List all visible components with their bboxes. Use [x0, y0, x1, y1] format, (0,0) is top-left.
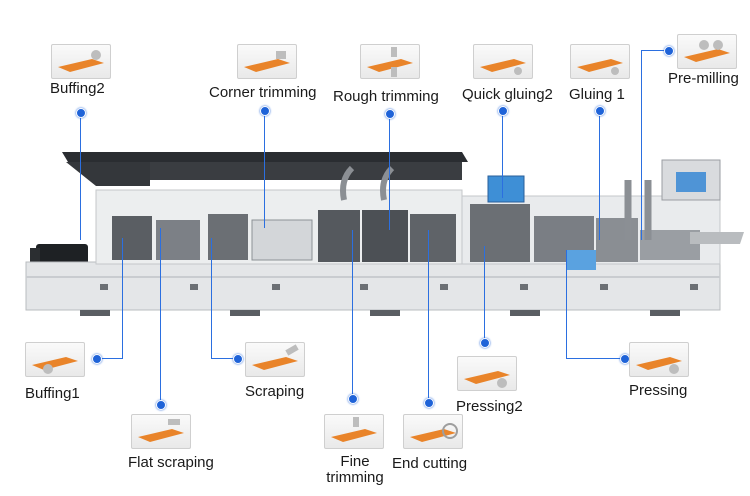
label-end-cutting: End cutting: [392, 455, 468, 472]
buffing2-icon: [51, 44, 111, 79]
dot-rough-trimming: [385, 109, 395, 119]
leader-pressing: [566, 250, 567, 358]
label-pressing: Pressing: [629, 382, 688, 399]
dot-quick-gluing2: [498, 106, 508, 116]
dot-pressing2: [480, 338, 490, 348]
dot-buffing2: [76, 108, 86, 118]
leader-quick-gluing2: [502, 110, 503, 198]
scraping-icon: [245, 342, 305, 377]
leader-gluing1: [599, 110, 600, 240]
leader-end-cutting: [428, 230, 429, 402]
label-buffing2: Buffing2: [50, 80, 105, 97]
leader-pre-milling-h: [641, 50, 669, 51]
leader-scraping: [211, 238, 212, 358]
buffing1-icon: [25, 342, 85, 377]
dot-scraping: [233, 354, 243, 364]
leader-rough-trimming: [389, 112, 390, 230]
label-rough-trimming: Rough trimming: [333, 88, 439, 105]
label-gluing1: Gluing 1: [569, 86, 625, 103]
leader-pressing-h: [566, 358, 624, 359]
label-scraping: Scraping: [245, 383, 305, 400]
label-pre-milling: Pre-milling: [668, 70, 739, 87]
fine-trimming-icon: [324, 414, 384, 449]
leader-buffing2: [80, 112, 81, 240]
leader-fine-trimming: [352, 230, 353, 398]
dot-flat-scraping: [156, 400, 166, 410]
end-cutting-icon: [403, 414, 463, 449]
dot-fine-trimming: [348, 394, 358, 404]
pressing2-icon: [457, 356, 517, 391]
leader-pressing2: [484, 246, 485, 342]
label-flat-scraping: Flat scraping: [128, 454, 214, 471]
label-fine-trimming-line1: Fine: [340, 453, 370, 470]
label-buffing1: Buffing1: [25, 385, 80, 402]
corner-trimming-icon: [237, 44, 297, 79]
flat-scraping-icon: [131, 414, 191, 449]
gluing1-icon: [570, 44, 630, 79]
label-quick-gluing2: Quick gluing2: [462, 86, 553, 103]
label-corner-trimming: Corner trimming: [209, 84, 317, 101]
leader-scraping-h: [211, 358, 237, 359]
leader-flat-scraping: [160, 228, 161, 404]
pre-milling-icon: [677, 34, 737, 69]
rough-trimming-icon: [360, 44, 420, 79]
pressing-icon: [629, 342, 689, 377]
label-fine-trimming-line2: trimming: [326, 469, 384, 486]
leader-pre-milling: [641, 50, 642, 240]
leader-corner-trimming: [264, 110, 265, 228]
dot-buffing1: [92, 354, 102, 364]
label-fine-trimming: Fine trimming: [323, 454, 387, 486]
leader-buffing1-h: [96, 358, 123, 359]
dot-gluing1: [595, 106, 605, 116]
dot-end-cutting: [424, 398, 434, 408]
label-pressing2: Pressing2: [456, 398, 523, 415]
dot-pre-milling: [664, 46, 674, 56]
dot-corner-trimming: [260, 106, 270, 116]
quick-gluing2-icon: [473, 44, 533, 79]
leader-buffing1: [122, 238, 123, 358]
